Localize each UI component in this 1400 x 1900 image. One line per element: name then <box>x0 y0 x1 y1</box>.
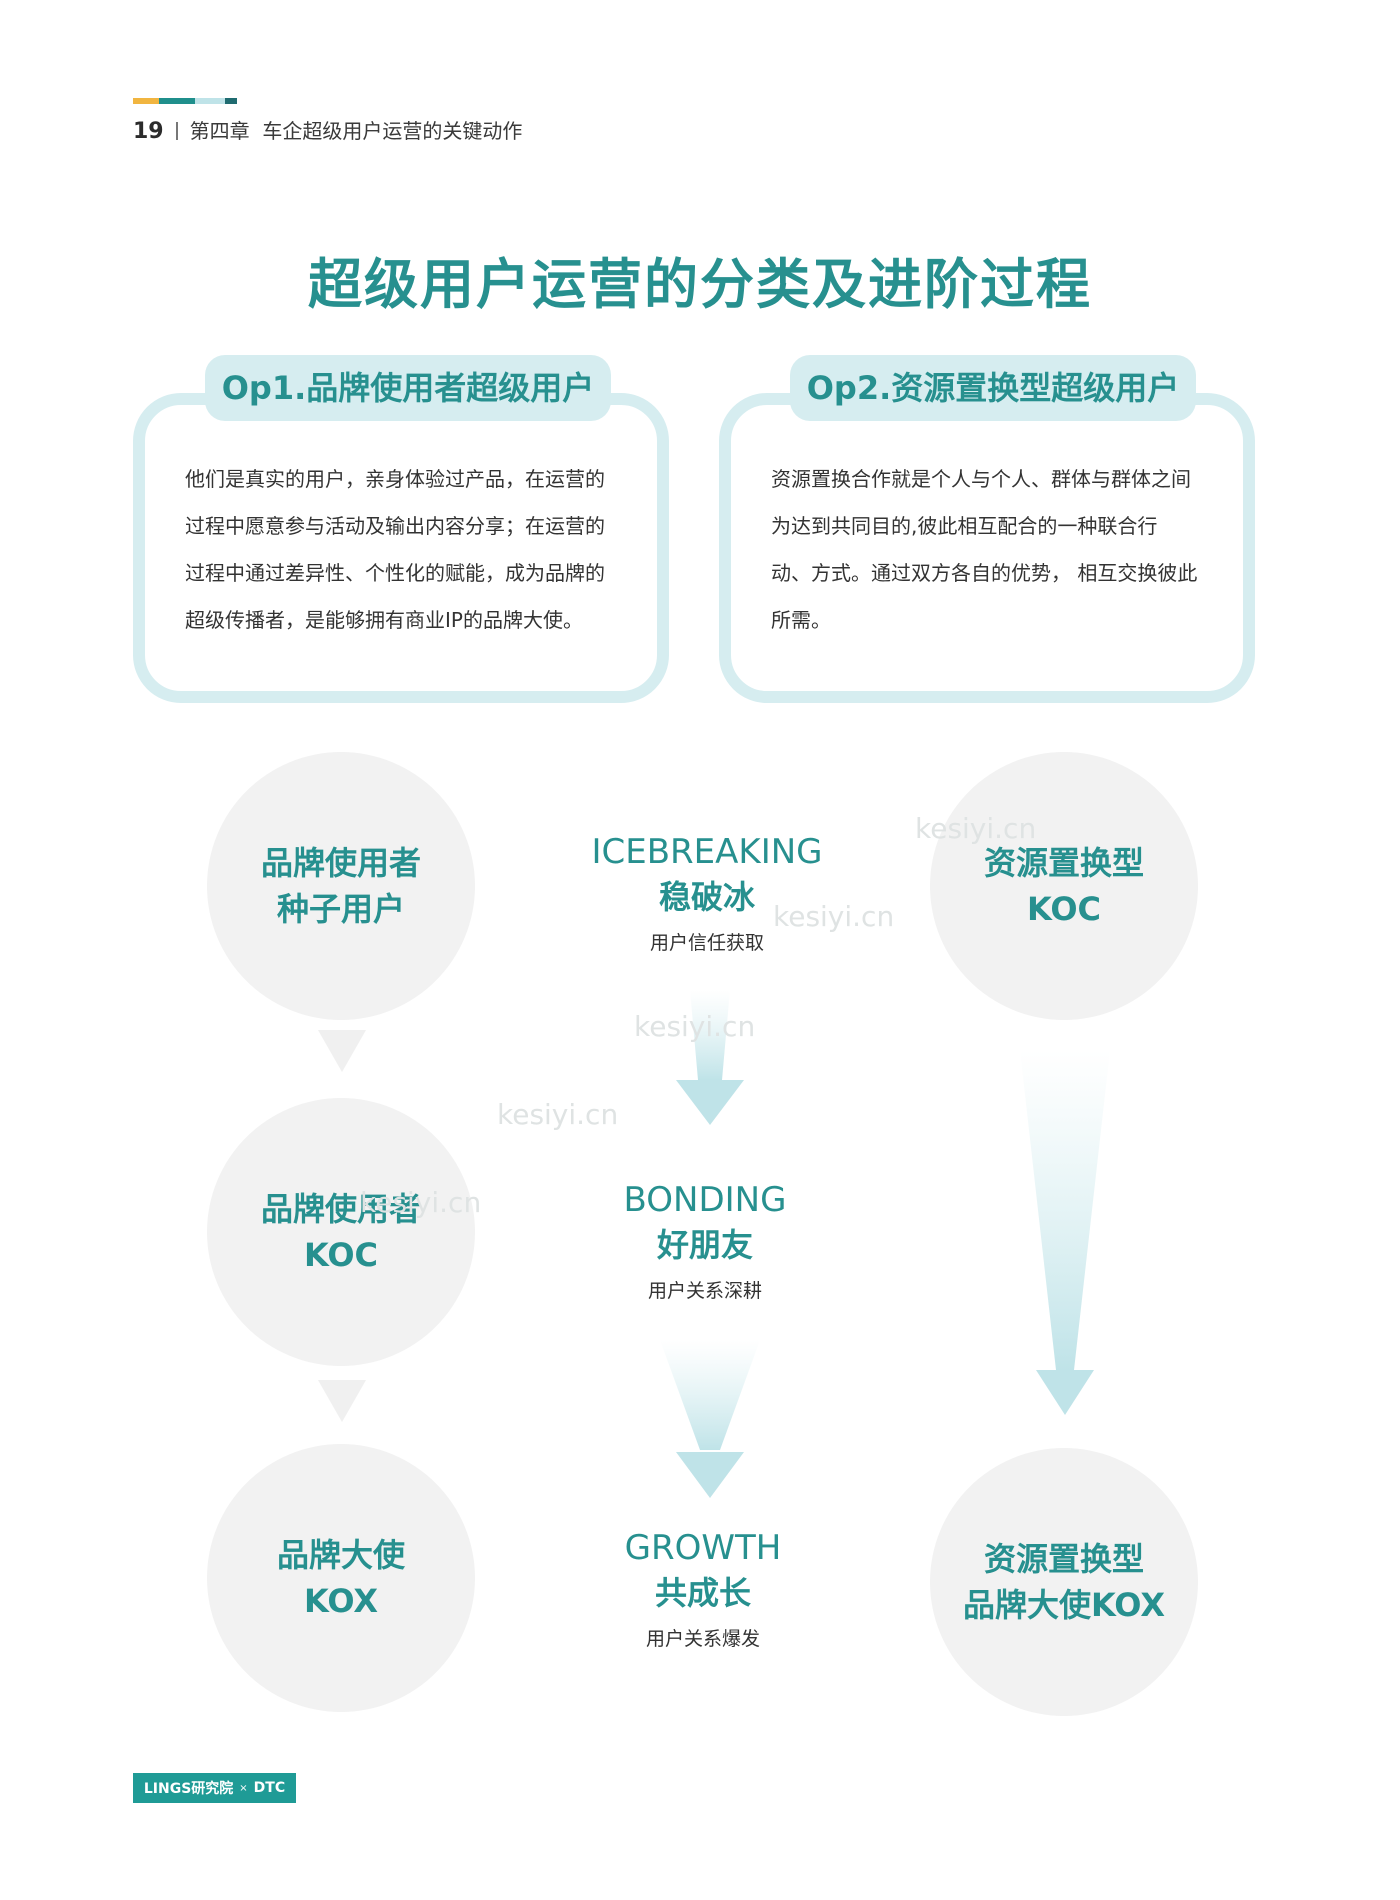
running-header: 19 第四章 车企超级用户运营的关键动作 <box>133 115 522 144</box>
circle-line: 种子用户 <box>276 890 405 928</box>
circle-line: KOX <box>303 1582 379 1620</box>
circle-resource-koc: 资源置换型 KOC <box>930 752 1198 1020</box>
circle-line: 品牌使用者 <box>260 844 421 882</box>
header-bar-teal <box>159 98 195 104</box>
circle-line: KOC <box>303 1236 379 1274</box>
dtc-logo-text: DTC <box>253 1780 286 1796</box>
stage-bonding: BONDING 好朋友 用户关系深耕 <box>555 1178 855 1306</box>
circle-line: KOC <box>1026 890 1102 928</box>
op1-description: 他们是真实的用户，亲身体验过产品，在运营的 过程中愿意参与活动及输出内容分享；在… <box>185 456 645 644</box>
stage-growth: GROWTH 共成长 用户关系爆发 <box>553 1526 853 1654</box>
left-arrow-1-icon <box>318 1030 366 1072</box>
header-bar-yellow <box>133 98 159 104</box>
header-separator <box>175 122 178 140</box>
watermark: kesiyi.cn <box>360 1186 482 1219</box>
stage-chinese-label: 共成长 <box>654 1574 751 1612</box>
op2-line: 所需。 <box>771 608 831 632</box>
op1-line: 过程中通过差异性、个性化的赋能，成为品牌的 <box>185 561 605 585</box>
circle-line: 资源置换型 <box>983 1540 1144 1578</box>
circle-line: 资源置换型 <box>983 844 1144 882</box>
stage-english-label: BONDING <box>623 1180 787 1220</box>
middle-arrow-2-shaft <box>660 1340 760 1450</box>
op1-line: 他们是真实的用户，亲身体验过产品，在运营的 <box>185 467 605 491</box>
stage-chinese-label: 稳破冰 <box>658 878 755 916</box>
op1-line: 过程中愿意参与活动及输出内容分享；在运营的 <box>185 514 605 538</box>
lings-logo-text: LINGS研究院 <box>143 1781 234 1797</box>
op1-label: Op1.品牌使用者超级用户 <box>205 355 611 421</box>
chapter-title: 车企超级用户运营的关键动作 <box>262 119 523 143</box>
middle-arrow-1-shaft <box>690 990 730 1080</box>
stage-english-label: GROWTH <box>624 1528 782 1568</box>
op1-line: 超级传播者，是能够拥有商业IP的品牌大使。 <box>185 608 583 632</box>
logo-separator: × <box>239 1782 248 1794</box>
op2-line: 为达到共同目的,彼此相互配合的一种联合行 <box>771 514 1158 538</box>
circle-line: 品牌大使 <box>276 1536 405 1574</box>
circle-line: 品牌大使KOX <box>962 1586 1166 1624</box>
circle-brand-ambassador-kox: 品牌大使 KOX <box>207 1444 475 1712</box>
op2-label: Op2.资源置换型超级用户 <box>790 355 1196 421</box>
stage-caption: 用户信任获取 <box>649 932 764 954</box>
middle-arrow-1-icon <box>676 1080 744 1125</box>
right-arrow-icon <box>1036 1370 1094 1415</box>
watermark: kesiyi.cn <box>634 1010 756 1043</box>
stage-icebreaking: ICEBREAKING 稳破冰 用户信任获取 <box>557 830 857 958</box>
stage-chinese-label: 好朋友 <box>656 1226 753 1264</box>
header-bar-light <box>195 98 225 104</box>
left-arrow-2-icon <box>318 1380 366 1422</box>
circle-brand-koc: 品牌使用者 KOC <box>207 1098 475 1366</box>
header-color-bars <box>133 98 241 104</box>
footer-logo: LINGS研究院 × DTC <box>133 1773 296 1803</box>
op2-description: 资源置换合作就是个人与个人、群体与群体之间 为达到共同目的,彼此相互配合的一种联… <box>771 456 1231 644</box>
circle-resource-ambassador-kox: 资源置换型 品牌大使KOX <box>930 1448 1198 1716</box>
stage-caption: 用户关系深耕 <box>647 1280 762 1302</box>
middle-arrow-2-icon <box>676 1452 744 1498</box>
watermark: kesiyi.cn <box>497 1098 619 1131</box>
right-arrow-shaft <box>1020 1050 1110 1370</box>
stage-caption: 用户关系爆发 <box>645 1628 760 1650</box>
chapter-label: 第四章 <box>189 119 250 143</box>
page-title: 超级用户运营的分类及进阶过程 <box>308 253 1092 316</box>
page-number: 19 <box>133 119 164 144</box>
header-bar-dark <box>225 98 237 104</box>
watermark: kesiyi.cn <box>773 900 895 933</box>
stage-english-label: ICEBREAKING <box>591 832 823 872</box>
op2-line: 动、方式。通过双方各自的优势， 相互交换彼此 <box>771 561 1198 585</box>
circle-brand-seed-user: 品牌使用者 种子用户 <box>207 752 475 1020</box>
circle-line: 品牌使用者 <box>260 1190 421 1228</box>
op2-line: 资源置换合作就是个人与个人、群体与群体之间 <box>771 467 1191 491</box>
watermark: kesiyi.cn <box>915 812 1037 845</box>
